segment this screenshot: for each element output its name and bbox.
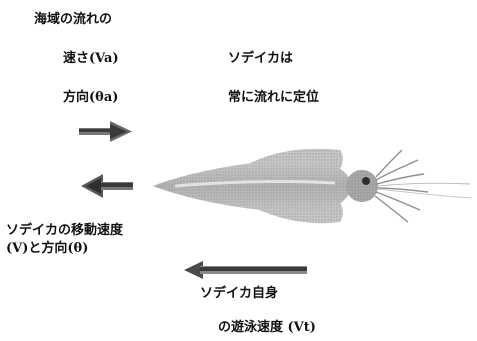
right-arrow-icon: [79, 121, 132, 142]
sea-flow-direction-label: 方向(θa): [63, 90, 119, 105]
squid-orients-label-line1: ソデイカは: [228, 51, 294, 66]
own-swim-label-line1: ソデイカ自身: [200, 286, 279, 301]
own-swim-label-line2: の遊泳速度 (Vt): [218, 320, 316, 335]
squid-arms: [374, 149, 473, 223]
squid-orients-label-line2: 常に流れに定位: [228, 90, 320, 105]
sea-flow-title: 海域の流れの: [34, 12, 113, 27]
left-arrow-icon: [81, 174, 133, 198]
squid-movement-label-line2: (V)と方向(θ): [6, 241, 89, 256]
squid-illustration: [153, 148, 473, 224]
squid-movement-label-line1: ソデイカの移動速度: [6, 223, 124, 238]
long-left-arrow-icon: [184, 261, 307, 279]
squid-eye: [362, 177, 370, 185]
sea-flow-speed-label: 速さ(Va): [63, 51, 119, 66]
